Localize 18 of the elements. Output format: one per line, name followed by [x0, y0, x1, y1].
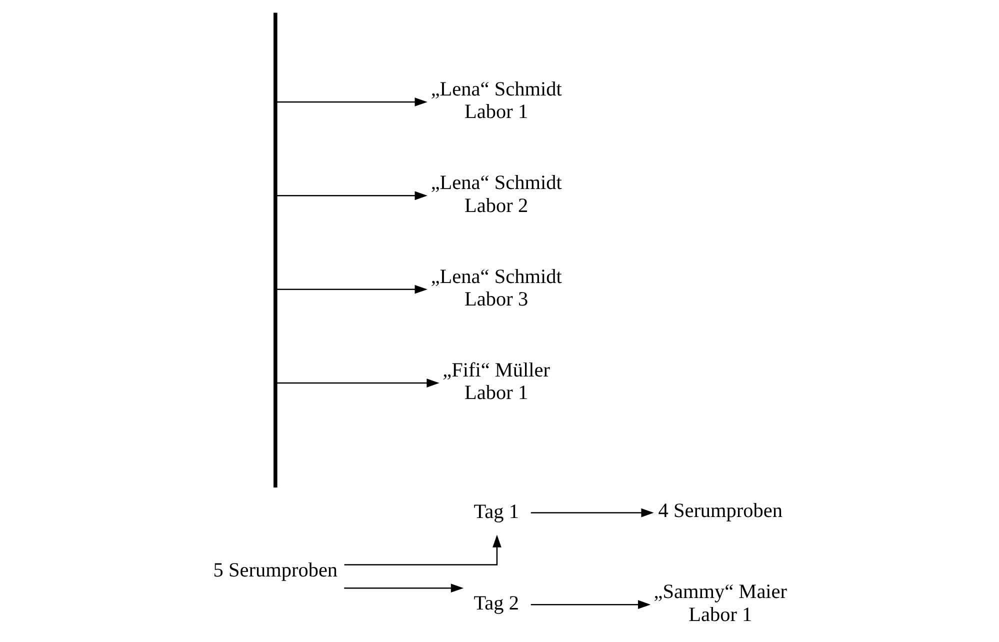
node-text: 5 Serumproben [213, 559, 338, 582]
arrow [276, 378, 440, 388]
node-bar [274, 12, 278, 488]
node-text: 4 Serumproben [658, 500, 783, 522]
arrow [530, 600, 651, 610]
node-text: „Lena“ Schmidt Labor 1 [430, 78, 562, 124]
arrow [276, 98, 428, 106]
node-text: „Fifi“ Müller Labor 1 [442, 359, 550, 404]
arrow [344, 534, 502, 566]
arrow [344, 584, 464, 593]
node-text: Tag 1 [474, 501, 519, 524]
arrow [530, 508, 654, 518]
node-text: „Lena“ Schmidt Labor 3 [430, 266, 562, 311]
node-text: Tag 2 [474, 592, 519, 614]
arrow [276, 191, 428, 200]
arrow [276, 284, 428, 294]
node-text: „Lena“ Schmidt Labor 2 [430, 172, 562, 217]
node-text: „Sammy“ Maier Labor 1 [654, 580, 788, 626]
